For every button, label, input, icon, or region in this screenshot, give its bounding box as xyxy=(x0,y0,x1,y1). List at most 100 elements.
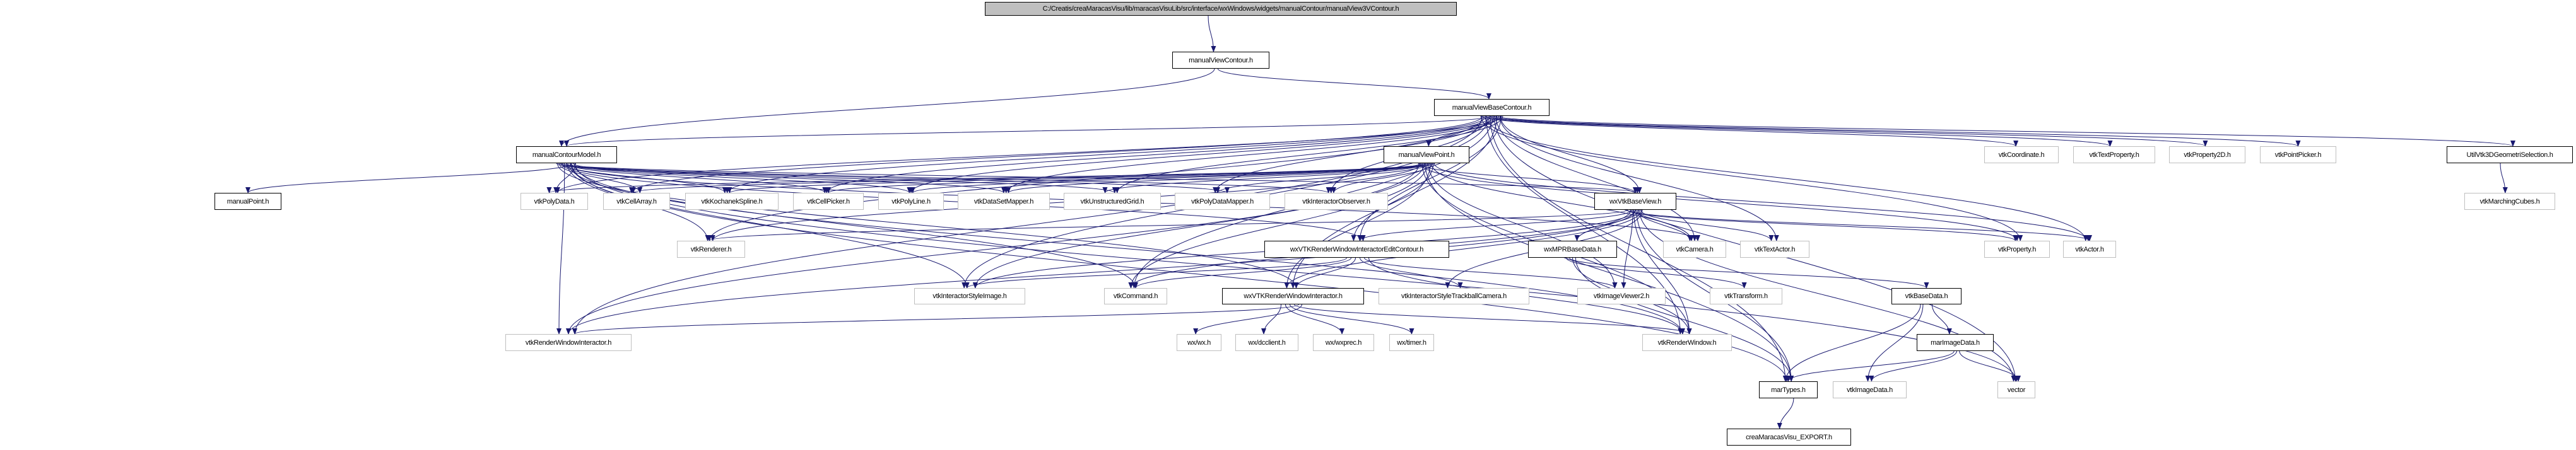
dependency-edge-wxbase-to-renwin xyxy=(1633,209,1692,335)
dependency-edge-wxbase-to-rwi xyxy=(566,209,1632,335)
header-node-transform: vtkTransform.h xyxy=(1710,288,1782,304)
dependency-edge-rwiedit-to-wxrwi xyxy=(1293,257,1356,289)
dependency-edge-mvp-to-wxrwi xyxy=(1284,163,1431,289)
dependency-edge-mvbc-to-cellarray xyxy=(629,115,1483,193)
dependency-edge-wxbase-to-property xyxy=(1626,209,2018,241)
dependency-edge-marimg-to-martypes xyxy=(1785,350,1955,382)
dependency-edge-mcm-to-wxbase xyxy=(558,163,1640,193)
dependency-edge-mvbc-to-wxbase xyxy=(1500,115,1642,193)
dependency-edge-rwiedit-to-viewer2 xyxy=(1364,257,1618,289)
dependency-edge-wxrwi-to-wxprec xyxy=(1285,304,1345,335)
dependency-edge-mvp-to-isimage xyxy=(972,163,1425,289)
dependency-edge-wxbase-to-vector xyxy=(1639,209,2016,382)
dependency-edge-rwiedit-to-isimage xyxy=(964,257,1347,289)
dependency-edge-mvp-to-camera xyxy=(1430,163,1694,241)
root-file-node[interactable]: C:/Creatis/creaMaracasVisu/lib/maracasVi… xyxy=(985,2,1457,16)
dependency-edge-mvc-to-mcm xyxy=(559,68,1215,147)
dependency-edge-mvp-to-polyline xyxy=(910,163,1421,193)
header-node-renwin: vtkRenderWindow.h xyxy=(1642,334,1732,351)
dependency-edge-wxrwi-to-timer xyxy=(1290,304,1414,335)
header-node-export[interactable]: creaMaracasVisu_EXPORT.h xyxy=(1727,429,1851,446)
header-node-mvp[interactable]: manualViewPoint.h xyxy=(1384,146,1469,163)
header-node-coord: vtkCoordinate.h xyxy=(1984,146,2059,163)
dependency-edge-mvp-to-wxbase xyxy=(1418,163,1638,193)
dependency-edge-mvp-to-viewer2 xyxy=(1428,163,1618,289)
dependency-edge-mvbc-to-polydata xyxy=(555,115,1502,193)
dependency-edge-wxbase-to-viewer2 xyxy=(1621,209,1633,289)
header-node-cellpick: vtkCellPicker.h xyxy=(793,193,864,210)
header-node-vector: vector xyxy=(1997,381,2035,398)
dependency-edge-mvbc-to-ptpick xyxy=(1493,115,2300,147)
dependency-edge-mvbc-to-coord xyxy=(1481,115,2018,147)
dependency-edge-mvbc-to-textactor xyxy=(1499,115,1779,241)
dependency-edge-rwiedit-to-trackball xyxy=(1360,257,1463,289)
header-node-camera: vtkCamera.h xyxy=(1663,241,1726,258)
dependency-edge-basedata-to-martypes xyxy=(1782,304,1921,382)
header-node-wxbase[interactable]: wxVtkBaseView.h xyxy=(1594,193,1676,210)
dependency-edge-mpr-to-transform xyxy=(1566,257,1747,289)
dependency-edge-mvbc-to-martypes xyxy=(1490,115,1788,382)
dependency-edge-basedata-to-marimg xyxy=(1931,304,1952,335)
header-node-isimage: vtkInteractorStyleImage.h xyxy=(914,288,1025,304)
dependency-edge-wxbase-to-rwiedit xyxy=(1357,209,1633,241)
header-node-util3d[interactable]: UtilVtk3DGeometriSelection.h xyxy=(2447,146,2573,163)
header-node-renderer: vtkRenderer.h xyxy=(677,241,745,258)
dependency-edge-mcm-to-isimage xyxy=(570,163,970,289)
dependency-edge-wxrwi-to-renwin xyxy=(1294,304,1692,335)
dependency-edge-mvp-to-cellpick xyxy=(826,163,1435,193)
header-node-pdmapper: vtkPolyDataMapper.h xyxy=(1175,193,1270,210)
dependency-edge-wxrwi-to-rwi xyxy=(572,304,1299,335)
dependency-edge-mvbc-to-util3d xyxy=(1497,115,2515,147)
dependency-edge-mvbc-to-prop2d xyxy=(1489,115,2208,147)
header-node-ugrid: vtkUnstructuredGrid.h xyxy=(1064,193,1161,210)
dependency-edge-mcm-to-kochanek xyxy=(562,163,727,193)
header-node-mcm[interactable]: manualContourModel.h xyxy=(516,146,617,163)
header-node-wxrwi[interactable]: wxVTKRenderWindowInteractor.h xyxy=(1222,288,1364,304)
header-node-mpr[interactable]: wxMPRBaseData.h xyxy=(1528,241,1617,258)
dependency-edge-mvp-to-property xyxy=(1420,163,2020,241)
header-node-actor: vtkActor.h xyxy=(2063,241,2116,258)
dependency-edge-wxbase-to-wxrwi xyxy=(1284,209,1642,289)
header-node-mvbc[interactable]: manualViewBaseContour.h xyxy=(1434,99,1550,116)
dependency-edge-mvp-to-dsmapper xyxy=(1006,163,1424,193)
dependency-edge-basedata-to-imgdata xyxy=(1865,304,1924,382)
header-node-dcclient: wx/dcclient.h xyxy=(1235,334,1298,351)
header-node-basedata[interactable]: vtkBaseData.h xyxy=(1891,288,1961,304)
dependency-edge-mvc-to-mvbc xyxy=(1217,68,1491,100)
dependency-edge-mvbc-to-mcm xyxy=(564,115,1493,147)
dependency-edge-root-to-mvc xyxy=(1208,15,1216,52)
dependency-edge-marimg-to-vector xyxy=(1959,350,2021,382)
dependency-edge-mvbc-to-renwin xyxy=(1485,115,1683,335)
header-node-textprop: vtkTextProperty.h xyxy=(2073,146,2155,163)
dependency-edge-mpr-to-martypes xyxy=(1575,257,1794,382)
dependency-edge-mcm-to-polyline xyxy=(569,163,912,193)
dependency-edge-mcm-to-ugrid xyxy=(556,163,1117,193)
dependency-edge-mvp-to-polydata xyxy=(547,163,1426,193)
dependency-edge-mcm-to-pdmapper xyxy=(560,163,1230,193)
dependency-edge-wxbase-to-renderer xyxy=(707,209,1628,241)
header-node-mvc[interactable]: manualViewContour.h xyxy=(1172,52,1269,69)
header-node-rwiedit[interactable]: wxVTKRenderWindowInteractorEditContour.h xyxy=(1264,241,1449,258)
header-node-command: vtkCommand.h xyxy=(1104,288,1167,304)
dependency-edge-mcm-to-cellarray xyxy=(558,163,643,193)
header-node-polydata: vtkPolyData.h xyxy=(520,193,588,210)
header-node-dsmapper: vtkDataSetMapper.h xyxy=(958,193,1050,210)
dependency-edge-rwiedit-to-command xyxy=(1133,257,1351,289)
dependency-edge-mvp-to-rwiedit xyxy=(1351,163,1434,241)
dependency-edge-mcm-to-cellpick xyxy=(565,163,828,193)
header-node-cellarray: vtkCellArray.h xyxy=(603,193,670,210)
header-node-mpoint[interactable]: manualPoint.h xyxy=(215,193,281,210)
dependency-edge-mvbc-to-textprop xyxy=(1485,115,2113,147)
header-node-imgdata: vtkImageData.h xyxy=(1833,381,1907,398)
dependency-edge-mvp-to-actor xyxy=(1433,163,2091,241)
dependency-edge-martypes-to-export xyxy=(1777,398,1794,429)
dependency-edge-marimg-to-imgdata xyxy=(1869,350,1957,382)
header-node-martypes[interactable]: marTypes.h xyxy=(1759,381,1818,398)
dependency-edge-mvbc-to-actor xyxy=(1485,115,2088,241)
header-node-marimg[interactable]: marImageData.h xyxy=(1917,334,1994,351)
header-node-kochanek: vtkKochanekSpline.h xyxy=(685,193,779,210)
header-node-mcubes: vtkMarchingCubes.h xyxy=(2464,193,2555,210)
header-node-textactor: vtkTextActor.h xyxy=(1740,241,1809,258)
dependency-edge-mvbc-to-kochanek xyxy=(724,115,1487,193)
header-node-wxwx: wx/wx.h xyxy=(1177,334,1221,351)
